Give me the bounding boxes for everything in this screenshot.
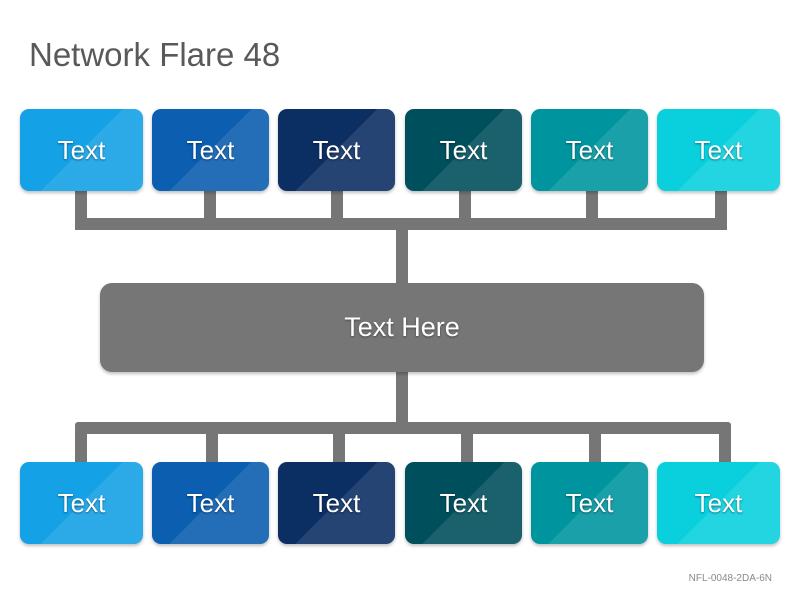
top-node-4-label: Text [439,134,488,165]
top-node-6-label: Text [694,134,743,165]
bottom-connector-drop [333,430,345,464]
bottom-connector-drop [719,430,731,464]
top-connector-bar [75,218,727,230]
bottom-node-5-label: Text [565,487,614,518]
top-node-2: Text [152,109,269,191]
top-node-3-label: Text [312,134,361,165]
bottom-node-3-label: Text [312,487,361,518]
top-node-2-label: Text [186,134,235,165]
center-node: Text Here [100,283,704,372]
bottom-node-4-label: Text [439,487,488,518]
bottom-node-5: Text [531,462,648,544]
top-node-3: Text [278,109,395,191]
top-connector-stem [396,228,408,286]
top-node-5: Text [531,109,648,191]
bottom-node-2: Text [152,462,269,544]
bottom-connector-stem [396,370,408,424]
bottom-node-6-label: Text [694,487,743,518]
center-node-label: Text Here [344,312,460,342]
bottom-node-4: Text [405,462,522,544]
bottom-node-6: Text [657,462,780,544]
top-node-5-label: Text [565,134,614,165]
bottom-node-1: Text [20,462,143,544]
top-node-1-label: Text [57,134,106,165]
top-node-1: Text [20,109,143,191]
bottom-connector-drop [75,430,87,464]
bottom-connector-bar [75,422,731,434]
bottom-node-2-label: Text [186,487,235,518]
top-node-4: Text [405,109,522,191]
top-node-6: Text [657,109,780,191]
bottom-connector-drop [589,430,601,464]
bottom-node-3: Text [278,462,395,544]
slide-title: Network Flare 48 [29,36,281,73]
bottom-node-1-label: Text [57,487,106,518]
footer-code: NFL-0048-2DA-6N [688,573,772,584]
bottom-connector-drop [461,430,473,464]
bottom-connector-drop [206,430,218,464]
